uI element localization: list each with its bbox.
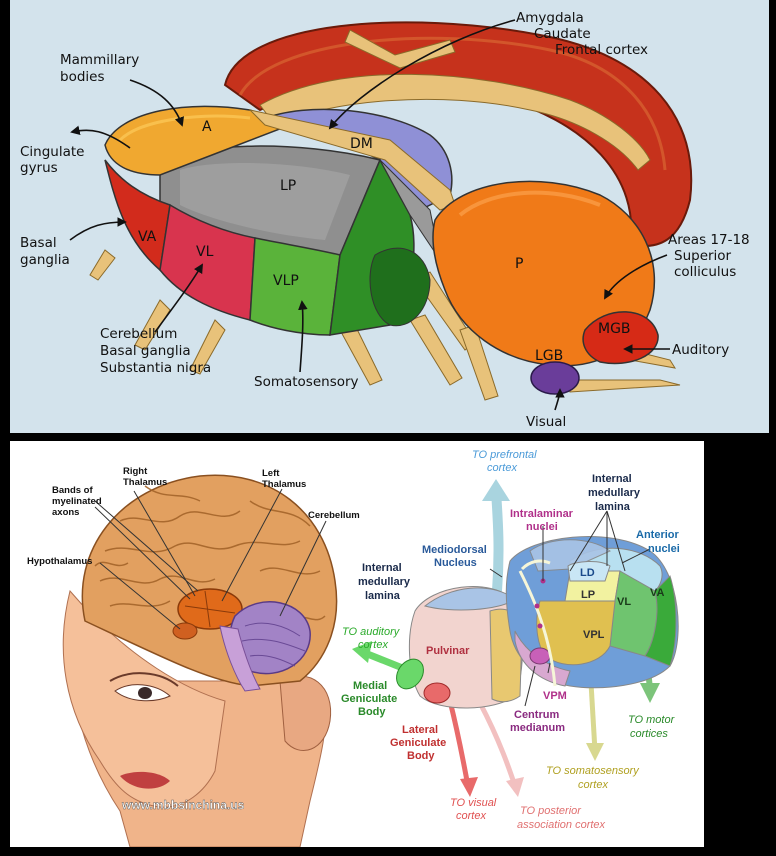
label-intralaminar-2: nuclei [526, 521, 558, 533]
LGB-region [530, 361, 580, 395]
label-pulvinar: Pulvinar [426, 645, 470, 657]
label-basal-1: Basal [20, 235, 57, 251]
label-somato-2: cortex [578, 779, 608, 791]
label-posterior-1: TO posterior [520, 805, 582, 817]
label-A: A [202, 119, 212, 135]
label-VA-small: VA [650, 587, 665, 599]
label-basal-2: ganglia [20, 252, 70, 268]
label-VL: VL [196, 244, 214, 260]
label-posterior-2: association cortex [517, 819, 606, 831]
label-internal-right-3: lamina [595, 501, 631, 513]
label-auditory-2: cortex [358, 639, 388, 651]
label-right-1: Right [123, 466, 148, 477]
label-lateral-3: Body [407, 750, 435, 762]
label-somato-1: TO somatosensory [546, 765, 640, 777]
label-prefrontal-1: TO prefrontal [472, 449, 537, 461]
pointer-arrows [69, 19, 670, 411]
schematic-pointer-lines [489, 510, 651, 707]
black-margin [704, 441, 776, 856]
label-LP-small: LP [581, 589, 595, 601]
label-internal-right-2: medullary [588, 487, 641, 499]
label-right-2: Thalamus [123, 477, 167, 488]
MGB-region [582, 311, 659, 365]
label-prefrontal-2: cortex [487, 462, 517, 474]
label-caudate: Caudate [534, 26, 591, 42]
label-LD: LD [580, 567, 595, 579]
label-bands-1: Bands of [52, 485, 93, 496]
label-internal-left-3: lamina [365, 590, 401, 602]
head-pointer-lines [94, 488, 327, 630]
label-medial-2: Geniculate [341, 693, 397, 705]
label-visual-2: cortex [456, 810, 486, 822]
head-illustration [62, 474, 338, 847]
label-DM: DM [350, 136, 373, 152]
label-auditory: Auditory [672, 342, 729, 358]
label-intralaminar-1: Intralaminar [510, 508, 574, 520]
label-mammillary-1: Mammillary [60, 52, 139, 68]
label-cingulate-1: Cingulate [20, 144, 84, 160]
label-cerebellum: Cerebellum [100, 326, 177, 342]
label-motor-1: TO motor [628, 714, 676, 726]
label-mediodorsal-1: Mediodorsal [422, 544, 487, 556]
label-medial-1: Medial [353, 680, 387, 692]
thalamus-nuclei-3d-diagram: A DM LP VA VL VLP P MGB LGB Mammillary b… [10, 0, 769, 433]
watermark: www.mbbsinchina.us [121, 798, 245, 812]
label-mediodorsal-2: Nucleus [434, 557, 477, 569]
label-mammillary-2: bodies [60, 69, 105, 85]
label-motor-2: cortices [630, 728, 668, 740]
label-cingulate-2: gyrus [20, 160, 58, 176]
label-VPM: VPM [543, 690, 567, 702]
label-bands-3: axons [52, 507, 79, 518]
label-centrum-2: medianum [510, 722, 565, 734]
label-MGB: MGB [598, 321, 631, 337]
label-internal-left-1: Internal [362, 562, 402, 574]
label-basal-ganglia: Basal ganglia [100, 343, 191, 359]
label-cerebellum-small: Cerebellum [308, 510, 360, 521]
label-visual: Visual [526, 414, 566, 430]
label-internal-right-1: Internal [592, 473, 632, 485]
label-substantia-nigra: Substantia nigra [100, 360, 211, 376]
label-medial-3: Body [358, 706, 386, 718]
label-internal-left-2: medullary [358, 576, 411, 588]
label-LGB: LGB [535, 348, 563, 364]
label-anterior-2: nuclei [648, 543, 680, 555]
label-left-2: Thalamus [262, 479, 306, 490]
fiber-stalks [89, 249, 681, 401]
label-P: P [515, 256, 523, 272]
label-areas-17-18: Areas 17-18 [668, 232, 750, 248]
label-frontal-cortex: Frontal cortex [555, 42, 648, 58]
label-colliculus: colliculus [674, 264, 736, 280]
label-amygdala: Amygdala [516, 10, 584, 26]
label-LP: LP [280, 178, 296, 194]
thalamus-schematic [352, 479, 679, 797]
thalamus-brain-illustration-panel: Right Thalamus Left Thalamus Bands of my… [10, 441, 704, 847]
label-bands-2: myelinated [52, 496, 102, 507]
arrow-visual [447, 700, 471, 787]
label-left-1: Left [262, 468, 280, 479]
label-somatosensory: Somatosensory [254, 374, 359, 390]
label-lateral-2: Geniculate [390, 737, 446, 749]
label-lateral-1: Lateral [402, 724, 438, 736]
label-VPL: VPL [583, 629, 605, 641]
arrow-posterior [477, 701, 518, 787]
arrow-prefrontal [491, 490, 504, 592]
label-visual-1: TO visual [450, 797, 497, 809]
label-VA: VA [138, 229, 157, 245]
label-hypothalamus: Hypothalamus [27, 556, 92, 567]
label-superior: Superior [674, 248, 732, 264]
label-centrum-1: Centrum [514, 709, 559, 721]
label-VLP: VLP [273, 273, 299, 289]
label-auditory-1: TO auditory [342, 626, 401, 638]
label-VL-small: VL [617, 596, 631, 608]
label-anterior-1: Anterior [636, 529, 680, 541]
